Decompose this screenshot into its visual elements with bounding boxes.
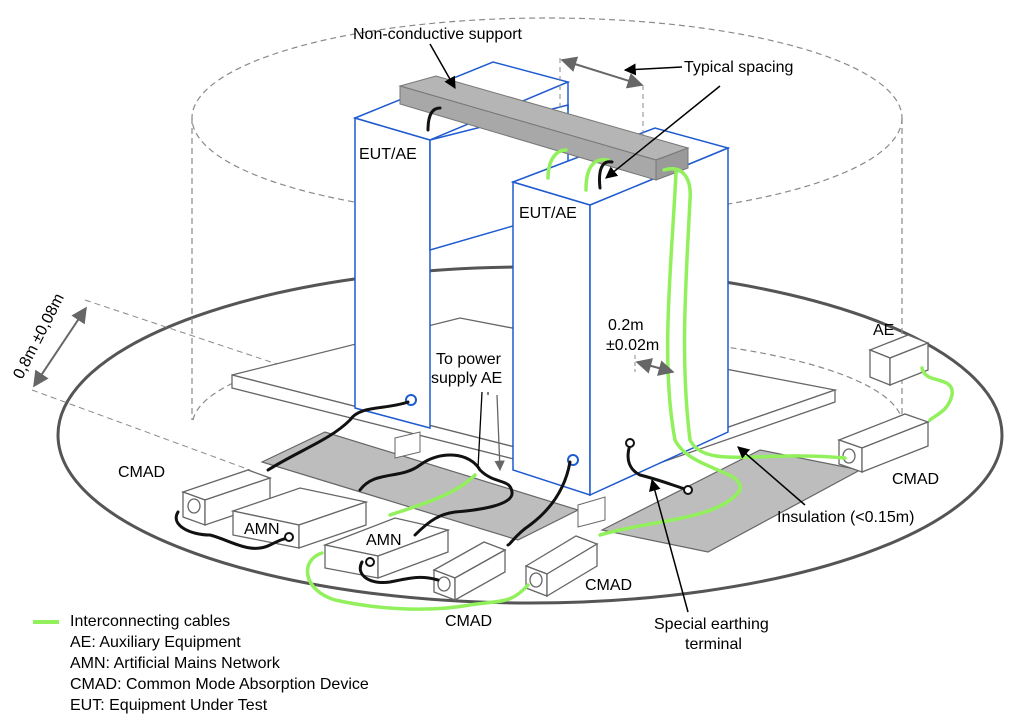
label-eut-ae-left: EUT/AE <box>359 146 417 163</box>
cmad-bottom-mid-device <box>432 541 507 602</box>
ae-device <box>868 334 930 386</box>
platform-leg-b <box>577 496 606 528</box>
power-cables <box>174 106 690 585</box>
label-to-power-1: To power <box>436 351 502 368</box>
label-spacing-02-2: ±0.02m <box>606 337 659 354</box>
cable-end-amn-mid <box>365 557 375 567</box>
arrow-non-conductive <box>429 43 456 90</box>
legend-cmad: CMAD: Common Mode Absorption Device <box>70 676 369 693</box>
legend-eut: EUT: Equipment Under Test <box>70 697 268 714</box>
label-insulation: Insulation (<0.15m) <box>777 509 914 526</box>
legend-amn: AMN: Artificial Mains Network <box>70 655 280 672</box>
label-cmad-bottom-right: CMAD <box>585 577 632 594</box>
arrow-power-supply-2 <box>494 394 505 472</box>
label-cmad-left: CMAD <box>118 464 165 481</box>
arrow-earthing <box>649 478 689 613</box>
label-typical-spacing: Typical spacing <box>684 59 793 76</box>
legend-green-swatch <box>33 620 59 624</box>
label-amn-mid: AMN <box>366 532 402 549</box>
label-eut-ae-right: EUT/AE <box>519 205 577 222</box>
arrow-typical-spacing-cable <box>605 85 721 179</box>
support-bar-end <box>655 147 689 181</box>
label-spacing-02-1: 0.2m <box>608 317 644 334</box>
cable-end-amn-left <box>284 532 294 542</box>
label-earthing-1: Special earthing <box>654 616 769 633</box>
label-to-power-2: supply AE <box>431 370 502 387</box>
legend-ae: AE: Auxiliary Equipment <box>70 634 241 651</box>
label-earthing-2: terminal <box>685 636 742 653</box>
label-amn-left: AMN <box>244 521 280 538</box>
arrow-typical-spacing-label <box>623 63 683 76</box>
amn-mid-device <box>322 517 451 579</box>
cmad-left-device <box>181 469 272 526</box>
height-guide-top <box>84 299 356 391</box>
legend-interconnecting-cables: Interconnecting cables <box>70 613 231 630</box>
eut-right-front <box>512 180 591 497</box>
label-non-conductive-support: Non-conductive support <box>353 26 523 43</box>
arrow-insulation <box>737 446 806 506</box>
cmad-bottom-right-device <box>524 535 599 598</box>
label-ae: AE <box>873 322 894 339</box>
height-arrow <box>33 306 87 388</box>
cable-end-earth-strip <box>683 485 693 495</box>
spacing-02-arrow <box>635 358 675 376</box>
label-cmad-right: CMAD <box>892 471 939 488</box>
eut-left-front <box>354 116 431 429</box>
arrow-power-supply <box>477 391 483 469</box>
cmad-right-device <box>837 413 930 473</box>
spacing-dimension <box>560 56 644 89</box>
earth-terminal-tip <box>625 438 635 448</box>
label-height: 0,8m ±0,08m <box>10 291 67 382</box>
height-guide-bottom <box>31 389 251 471</box>
label-cmad-bottom-mid: CMAD <box>445 613 492 630</box>
platform-leg-a <box>394 431 421 459</box>
